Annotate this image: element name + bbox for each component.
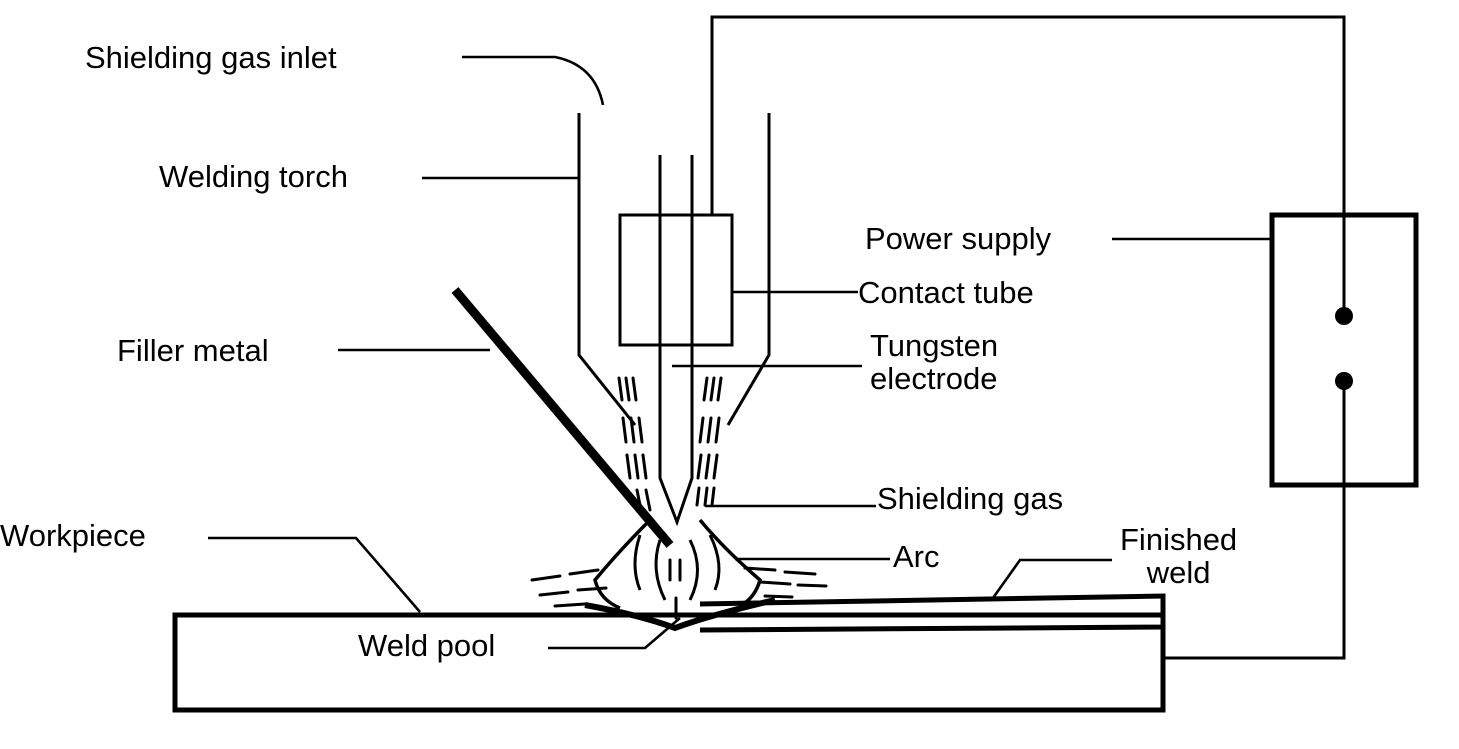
label-welding-torch: Welding torch [159,159,348,194]
power-cable-to-torch [712,17,1344,316]
shielding-gas-streaks [619,378,721,510]
label-contact-tube: Contact tube [858,275,1034,310]
weld-pool [585,600,775,628]
label-workpiece: Workpiece [0,518,146,553]
leader-shielding-gas-inlet [462,57,603,105]
surface-gas-flow [532,568,826,606]
label-finished-line1: Finished [1120,522,1238,557]
torch-nozzle-right [728,113,769,425]
contact-tube [620,215,732,345]
torch-nozzle-left [579,113,635,425]
label-shielding-gas: Shielding gas [877,481,1064,516]
label-tungsten-electrode: Tungsten electrode [870,328,999,396]
label-filler-metal: Filler metal [117,333,269,368]
leader-workpiece [208,538,420,612]
label-finished-line2: weld [1146,554,1211,590]
arc-plume [595,520,760,618]
leader-weld-pool [548,618,680,648]
label-finished-weld: Finished weld [1120,522,1238,590]
leader-finished-weld [993,560,1112,598]
workpiece-base [175,615,1163,710]
power-cable-to-workpiece [1163,381,1344,658]
label-power-supply: Power supply [865,221,1052,256]
tungsten-electrode [660,155,692,522]
label-shielding-gas-inlet: Shielding gas inlet [85,40,337,75]
finished-weld-bead [700,596,1163,630]
label-tungsten-line1: Tungsten [870,328,999,363]
label-tungsten-line2: electrode [870,360,998,396]
filler-metal-rod [455,290,670,545]
label-weld-pool: Weld pool [358,628,496,663]
label-arc: Arc [893,539,940,574]
